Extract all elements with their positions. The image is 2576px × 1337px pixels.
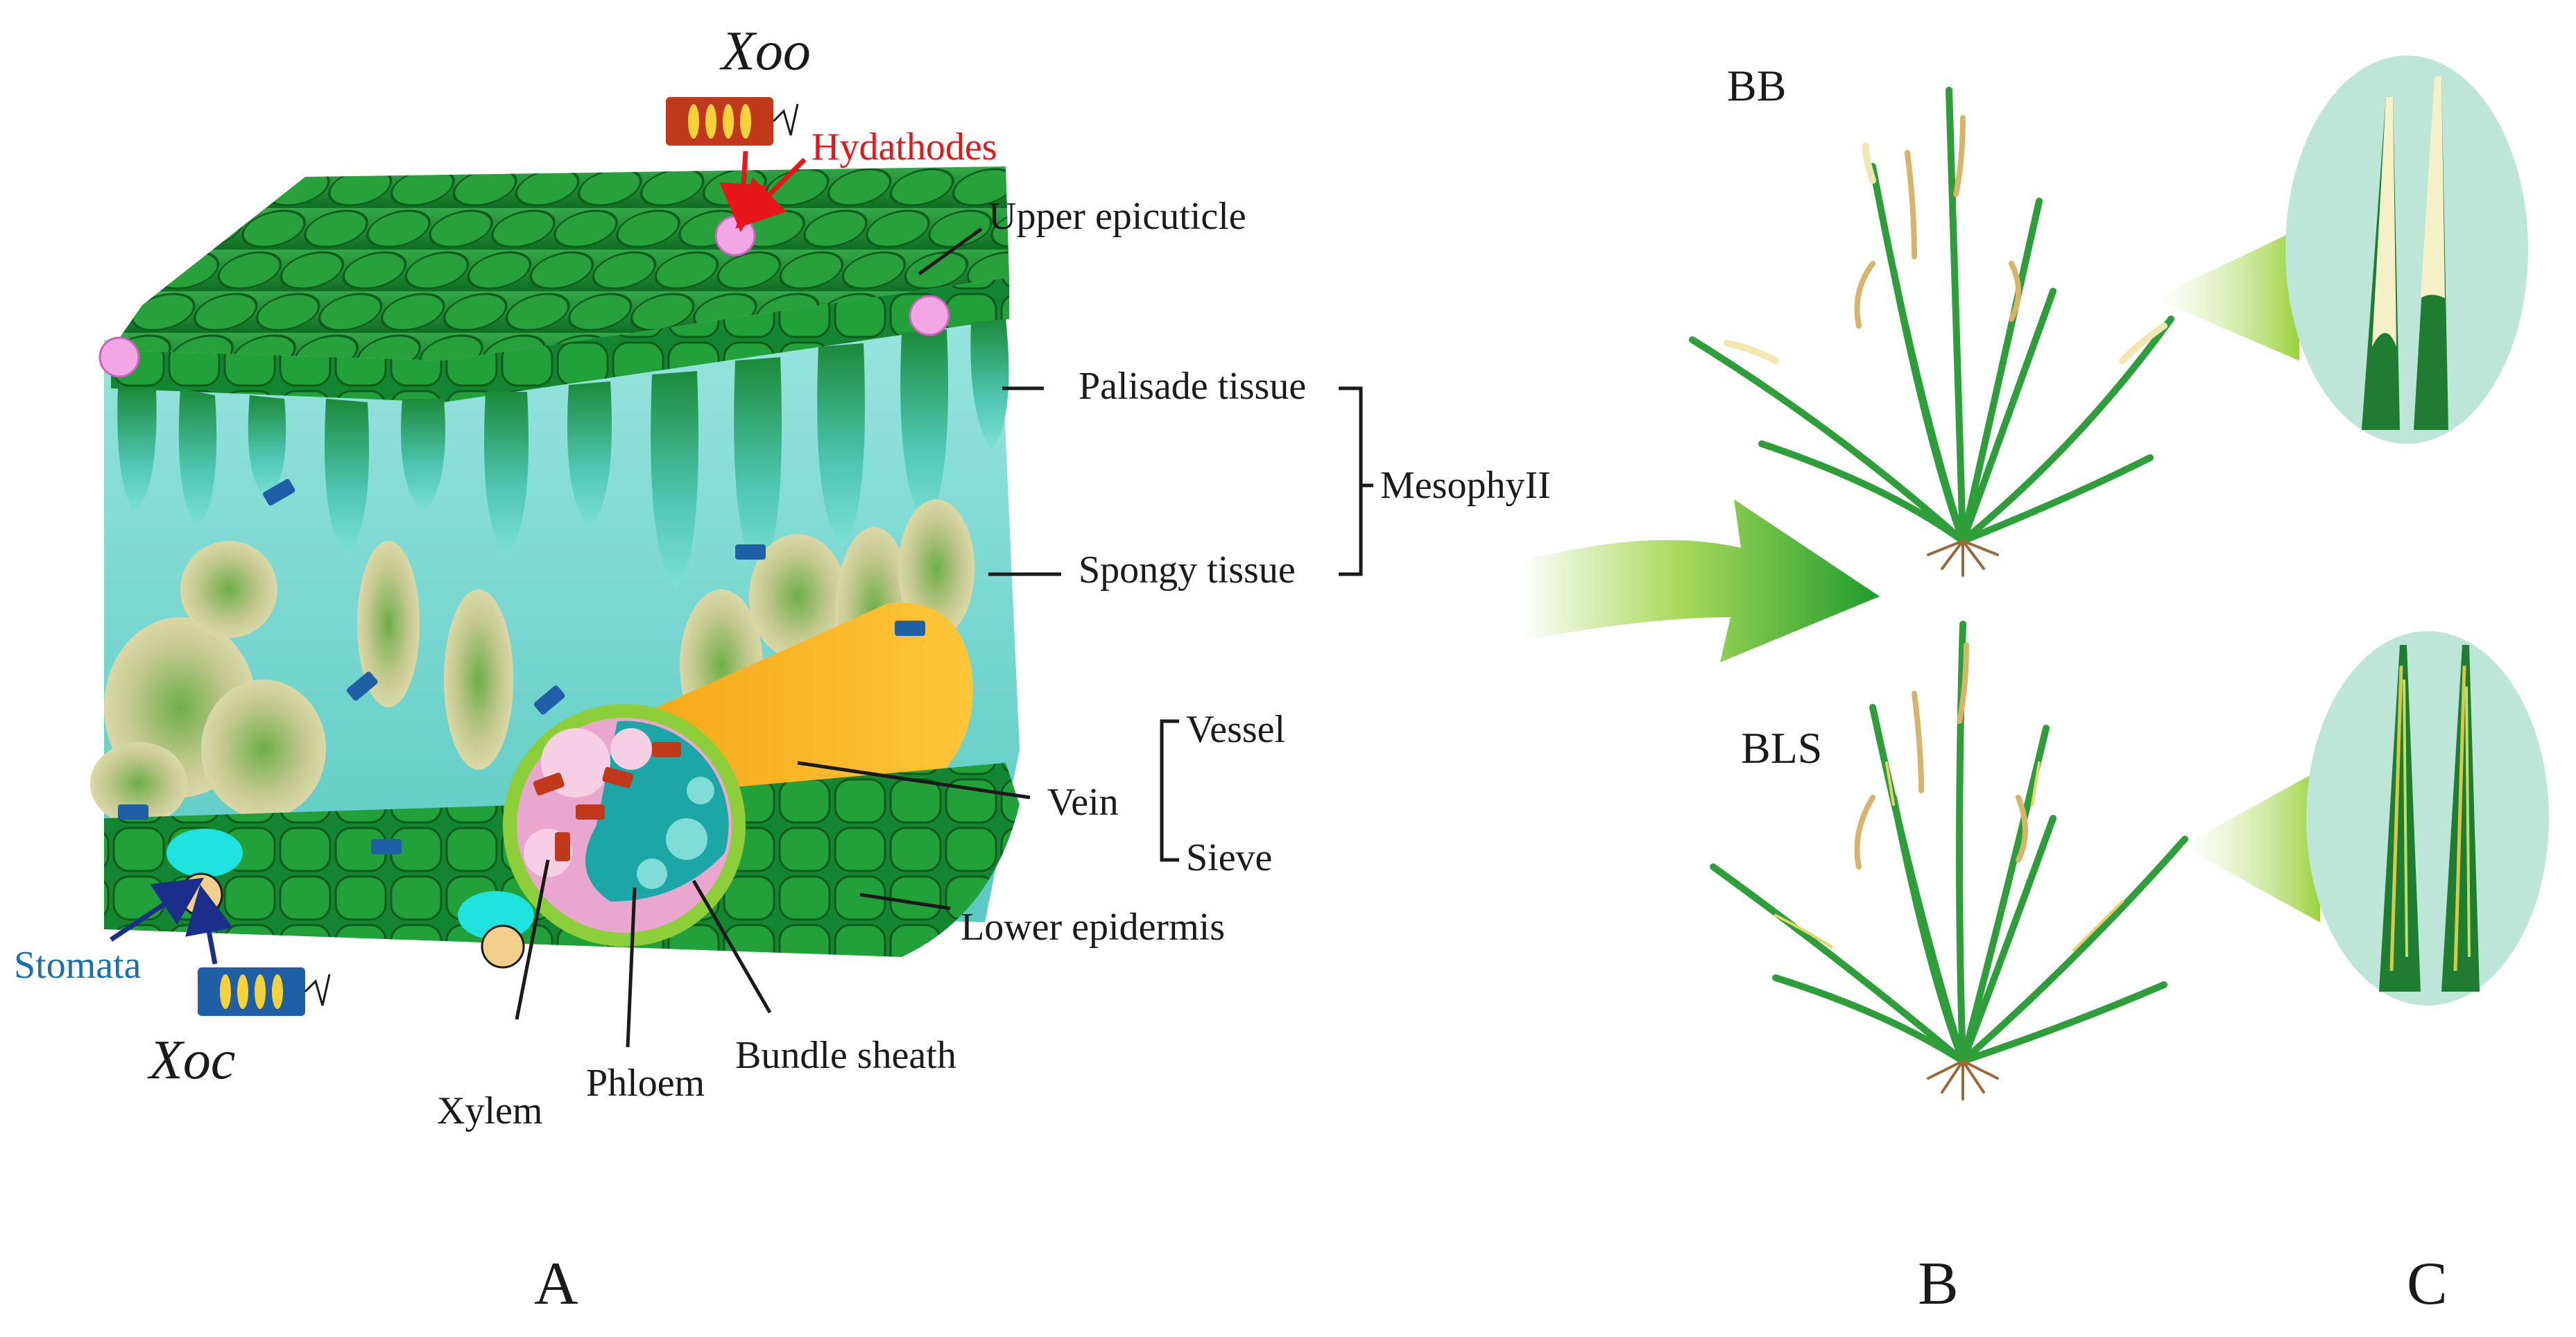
- hydathodes-label: Hydathodes: [812, 126, 997, 169]
- rice-plant-bb: [1689, 87, 2174, 577]
- mesophyll-label: MesophyII: [1380, 464, 1551, 507]
- hydathode-right: [909, 295, 950, 336]
- vascular-bundle: [503, 704, 746, 947]
- zoom-cone-bb: [2154, 229, 2299, 361]
- zoom-cone-bls: [2181, 770, 2320, 922]
- bb-label: BB: [1727, 61, 1786, 110]
- hydathode-top: [714, 215, 756, 257]
- panel-c-label: C: [2407, 1250, 2448, 1318]
- transition-arrow: [1519, 499, 1880, 662]
- leaf-closeup-bb: [2285, 55, 2528, 444]
- vein-label: Vein: [1047, 781, 1119, 824]
- leaf-closeup-bls: [2306, 631, 2549, 1006]
- xoo-label: Xoo: [719, 21, 811, 82]
- stomata-label: Stomata: [14, 944, 141, 987]
- hydathodes-pointer-arrow: [735, 157, 807, 229]
- spongy-tissue-label: Spongy tissue: [1079, 549, 1296, 592]
- xoo-bacterium-icon: [666, 97, 799, 146]
- xoo-entry-arrow: [719, 150, 768, 232]
- xoc-bacteria-in-tissue: [118, 478, 925, 854]
- xoc-bacterium-icon: [198, 967, 331, 1016]
- hydathode-left: [98, 336, 140, 378]
- bundle-sheath-label: Bundle sheath: [735, 1034, 956, 1077]
- xoc-label: Xoc: [147, 1030, 235, 1091]
- leader-upper-epicuticle: [918, 227, 983, 276]
- mesophyll-bracket: [1339, 386, 1363, 576]
- lower-epidermis-label: Lower epidermis: [961, 906, 1225, 949]
- palisade-tissue-label: Palisade tissue: [1079, 365, 1306, 408]
- leaf-cross-section: [90, 166, 1020, 969]
- leader-phloem: [626, 887, 637, 1048]
- panel-a-label: A: [534, 1250, 578, 1318]
- leader-vein: [797, 761, 1031, 800]
- panel-b-label: B: [1918, 1250, 1959, 1318]
- bls-label: BLS: [1741, 723, 1822, 773]
- leader-xylem: [515, 859, 550, 1020]
- vessel-label: Vessel: [1186, 708, 1285, 751]
- xoc-entry-arrow: [185, 884, 233, 965]
- palisade-tissue: [117, 319, 1009, 589]
- upper-epidermis-front: [111, 277, 1009, 402]
- leader-lower-epidermis: [859, 892, 951, 911]
- leader-bundle-sheath: [692, 879, 772, 1014]
- vein-bracket: [1160, 719, 1179, 862]
- upper-epicuticle-label: Upper epicuticle: [988, 195, 1246, 238]
- phloem-label: Phloem: [586, 1062, 705, 1105]
- rice-plant-bls: [1710, 621, 2188, 1101]
- stomata-pointer-arrow: [110, 877, 205, 942]
- stomata-pore-right: [458, 891, 534, 969]
- sieve-label: Sieve: [1186, 836, 1272, 879]
- xylem-label: Xylem: [437, 1089, 542, 1132]
